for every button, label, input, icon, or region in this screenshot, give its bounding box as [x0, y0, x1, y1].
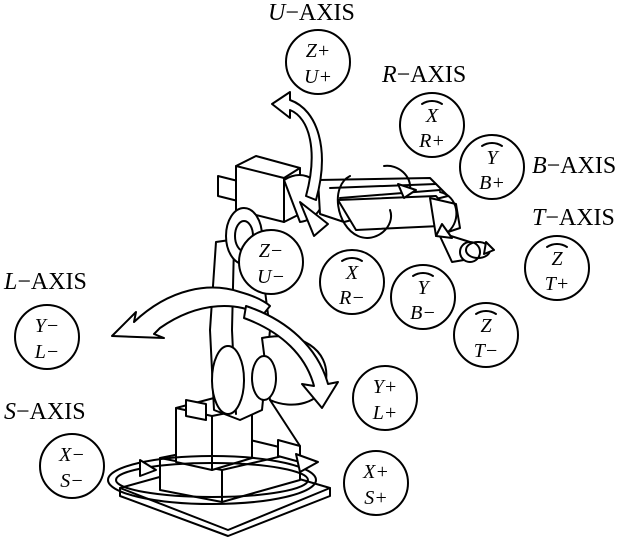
svg-text:B−: B− — [410, 302, 436, 324]
svg-text:Z+: Z+ — [306, 40, 331, 62]
svg-text:L−: L− — [34, 341, 60, 363]
svg-text:Z−: Z− — [259, 240, 284, 262]
svg-text:Y: Y — [486, 147, 499, 169]
svg-text:B+: B+ — [479, 172, 505, 194]
l-axis-arrow-plus — [243, 305, 339, 409]
svg-text:S+: S+ — [364, 487, 388, 509]
key-r-plus[interactable]: X R+ — [399, 92, 465, 158]
key-b-plus[interactable]: Y B+ — [459, 134, 525, 200]
t-axis-label: T−AXIS — [532, 205, 615, 231]
key-u-minus[interactable]: Z− U− — [238, 229, 304, 295]
u-axis-label: U−AXIS — [268, 0, 355, 26]
l-axis-arrow-minus — [111, 286, 271, 339]
key-l-plus[interactable]: Y+ L+ — [352, 365, 418, 431]
svg-text:U−: U− — [257, 266, 285, 288]
svg-text:T+: T+ — [545, 273, 570, 295]
key-r-minus[interactable]: X R− — [319, 249, 385, 315]
key-u-plus[interactable]: Z+ U+ — [285, 29, 351, 95]
key-t-plus[interactable]: Z T+ — [524, 235, 590, 301]
key-s-minus[interactable]: X− S− — [39, 433, 105, 499]
s-axis-arrow — [107, 455, 317, 505]
rotation-mark-icon — [341, 257, 363, 262]
key-b-minus[interactable]: Y B− — [390, 264, 456, 330]
svg-text:X: X — [345, 262, 359, 284]
u-axis-arrow — [271, 91, 323, 201]
key-l-minus[interactable]: Y− L− — [14, 304, 80, 370]
svg-text:R+: R+ — [418, 130, 445, 152]
svg-text:U+: U+ — [304, 66, 332, 88]
key-t-minus[interactable]: Z T− — [453, 302, 519, 368]
svg-text:T−: T− — [474, 340, 499, 362]
svg-text:Y−: Y− — [35, 315, 60, 337]
r-axis-label: R−AXIS — [381, 62, 466, 88]
rotation-mark-icon — [546, 243, 568, 248]
svg-text:X: X — [425, 105, 439, 127]
svg-text:S−: S− — [60, 470, 84, 492]
svg-text:R−: R− — [338, 287, 365, 309]
svg-text:X−: X− — [58, 444, 85, 466]
rotation-arrows — [107, 91, 495, 505]
l-axis-label: L−AXIS — [3, 269, 87, 295]
svg-text:Z: Z — [480, 315, 492, 337]
rotation-mark-icon — [475, 310, 497, 315]
rotation-mark-icon — [421, 100, 443, 105]
r-axis-arrow — [336, 175, 393, 239]
svg-text:X+: X+ — [362, 461, 389, 483]
b-axis-label: B−AXIS — [532, 153, 616, 179]
rotation-mark-icon — [412, 272, 434, 277]
s-axis-label: S−AXIS — [4, 399, 86, 425]
rotation-mark-icon — [481, 142, 503, 147]
svg-text:L+: L+ — [372, 402, 398, 424]
b-axis-arrow — [439, 191, 458, 233]
svg-text:Y: Y — [417, 277, 430, 299]
svg-text:Y+: Y+ — [373, 376, 398, 398]
svg-text:Z: Z — [551, 248, 563, 270]
key-s-plus[interactable]: X+ S+ — [343, 450, 409, 516]
